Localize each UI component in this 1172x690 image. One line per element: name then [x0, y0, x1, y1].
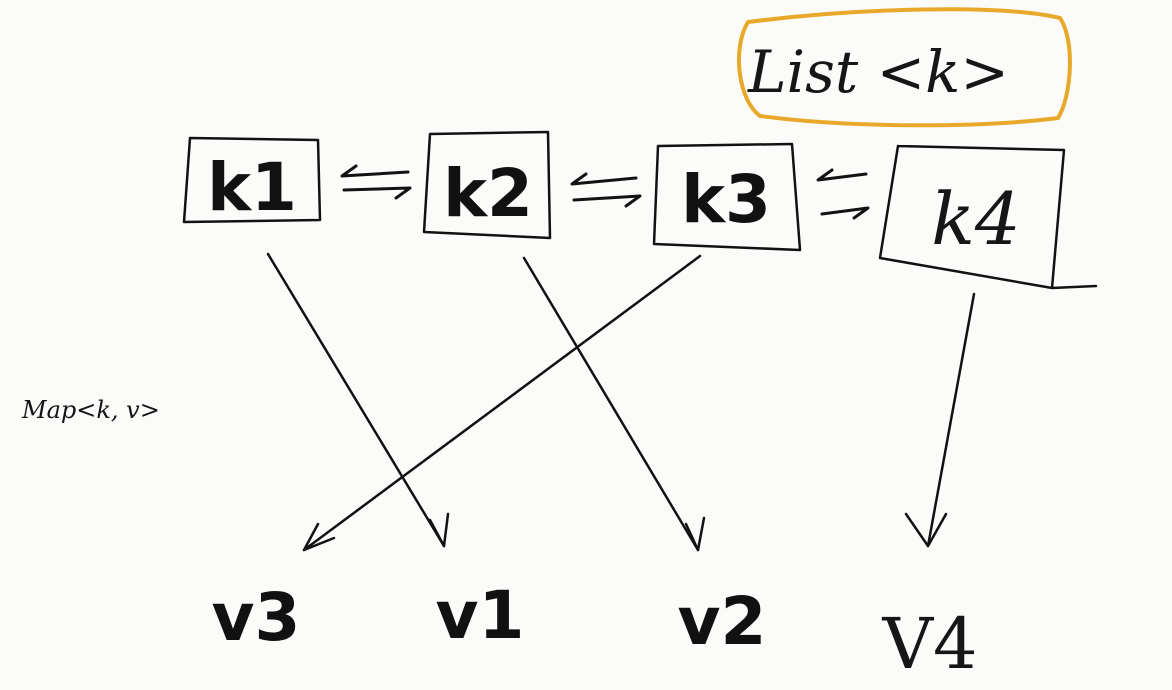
key-label: k4	[931, 177, 1020, 261]
key-node-k3: k3	[652, 142, 802, 252]
list-label: List <k>	[747, 38, 1009, 106]
link-arrows-k2-k3	[570, 172, 642, 208]
key-node-k1: k1	[182, 136, 322, 226]
mapping-arrow-k1-v1	[266, 252, 450, 548]
link-arrows-k3-k4	[816, 168, 870, 220]
key-node-k4: k4	[878, 144, 1098, 290]
key-label: k1	[207, 149, 297, 226]
link-arrows-k1-k2	[340, 164, 412, 200]
key-label: k3	[681, 161, 771, 238]
mapping-arrow-k4-v4	[904, 292, 976, 548]
map-label: Map<k, v>	[21, 396, 160, 424]
value-node-v4: V4	[881, 603, 977, 685]
mapping-arrow-k2-v2	[522, 256, 706, 552]
value-node-v2: v2	[678, 583, 767, 660]
key-node-k2: k2	[422, 130, 552, 240]
key-label: k2	[443, 155, 533, 232]
list-highlight-outline	[736, 7, 1072, 128]
value-node-v1: v1	[436, 577, 525, 654]
mapping-arrow-k3-v3	[302, 254, 702, 552]
value-node-v3: v3	[212, 579, 301, 656]
